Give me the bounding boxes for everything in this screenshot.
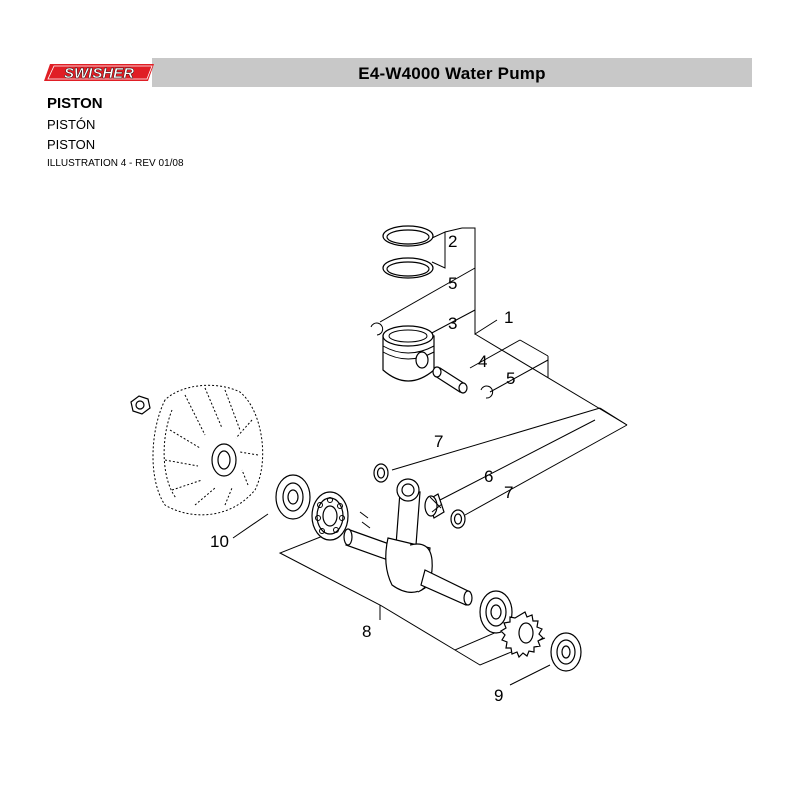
piston bbox=[382, 325, 435, 382]
callout-7-lower: 7 bbox=[504, 483, 513, 502]
callout-8: 8 bbox=[362, 622, 371, 641]
circlip-lower bbox=[480, 385, 494, 399]
leader-lines bbox=[232, 227, 628, 686]
piston-ring-upper bbox=[382, 225, 434, 247]
flywheel-nut bbox=[130, 395, 151, 415]
callout-7-upper: 7 bbox=[434, 432, 443, 451]
ball-bearing bbox=[311, 491, 349, 541]
section-subtitle-spanish: PISTÓN bbox=[47, 117, 96, 132]
flywheel bbox=[152, 384, 264, 516]
callout-10: 10 bbox=[210, 532, 229, 551]
circlip-upper bbox=[370, 322, 384, 336]
crankshaft bbox=[343, 478, 473, 606]
needle-bearing bbox=[424, 493, 445, 519]
section-title: PISTON bbox=[47, 95, 103, 112]
thrust-washer-upper bbox=[373, 463, 389, 483]
drive-gear bbox=[500, 611, 544, 659]
woodruff-key bbox=[359, 511, 371, 529]
callout-1: 1 bbox=[504, 308, 513, 327]
piston-pin bbox=[432, 366, 468, 394]
bearing-end bbox=[550, 632, 582, 672]
svg-text:SWISHER: SWISHER bbox=[64, 65, 134, 82]
bearing-flywheel-side bbox=[275, 474, 311, 520]
callout-5-lower: 5 bbox=[506, 369, 515, 388]
callout-6: 6 bbox=[484, 467, 493, 486]
swisher-logo: SWISHER bbox=[44, 64, 154, 82]
section-subtitle-french: PISTON bbox=[47, 137, 96, 152]
callout-2: 2 bbox=[448, 232, 457, 251]
callout-9: 9 bbox=[494, 686, 503, 705]
callout-4: 4 bbox=[478, 352, 487, 371]
callout-5-upper: 5 bbox=[448, 274, 457, 293]
illustration-revision: ILLUSTRATION 4 - REV 01/08 bbox=[47, 158, 184, 169]
callout-3: 3 bbox=[448, 314, 457, 333]
piston-ring-lower bbox=[382, 257, 434, 279]
thrust-washer-lower bbox=[450, 509, 466, 529]
document-title: E4-W4000 Water Pump bbox=[358, 64, 546, 83]
header-bar bbox=[152, 58, 752, 87]
